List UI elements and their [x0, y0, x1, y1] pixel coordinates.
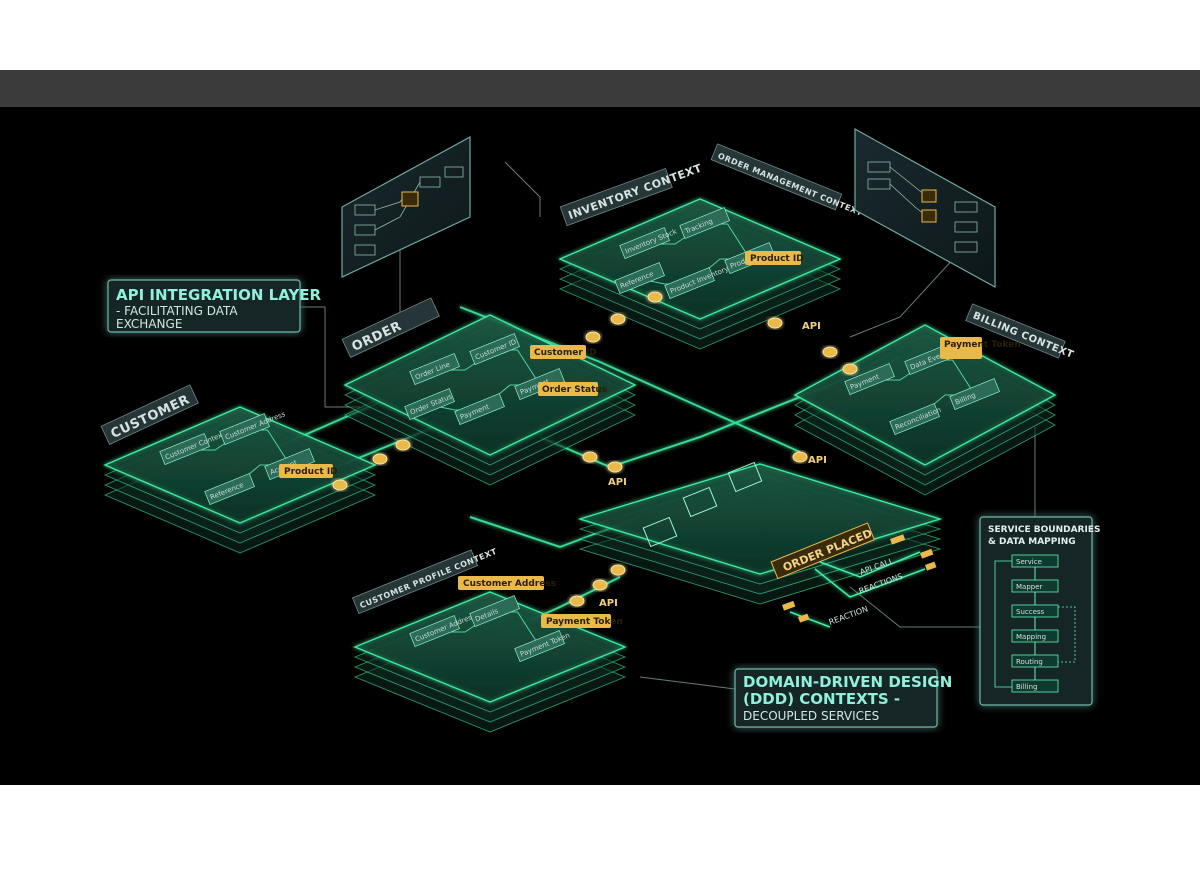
ddd-panel-subtitle: DECOUPLED SERVICES [743, 709, 879, 723]
api-connector-node [582, 451, 598, 463]
api-connector-node [332, 479, 348, 491]
api-panel-subtitle-line1: - FACILITATING DATA [116, 304, 238, 318]
api-connector-node [569, 595, 585, 607]
api-integration-panel: API INTEGRATION LAYER - FACILITATING DAT… [107, 279, 322, 333]
service-step-label: Mapper [1016, 583, 1043, 591]
mini-panel-order-management [854, 127, 996, 289]
stack-layer [793, 324, 1057, 466]
hub-box-icon [682, 486, 718, 518]
domain-node: Billing [949, 378, 1000, 411]
service-step-label: Success [1016, 608, 1045, 616]
api-panel-title: API INTEGRATION LAYER [116, 286, 322, 304]
stack-layer [103, 406, 377, 524]
tag-product-id-customer: Product ID [279, 464, 338, 478]
mini-panel-highlight-icon [401, 191, 419, 207]
service-step-label: Mapping [1016, 633, 1046, 641]
service-step-label: Billing [1016, 683, 1037, 691]
hub-box-icon [727, 461, 763, 493]
api-connector-node [842, 363, 858, 375]
ddd-contexts-panel: DOMAIN-DRIVEN DESIGN (DDD) CONTEXTS - DE… [734, 668, 952, 728]
service-loop-line [1058, 606, 1076, 663]
tag-customer-id: Customer ID [530, 345, 597, 359]
context-label-billing: BILLING CONTEXT [965, 303, 1075, 361]
event-token-icon [924, 561, 937, 571]
ddd-panel-title-line2: (DDD) CONTEXTS - [743, 690, 900, 708]
api-connector-node [610, 313, 626, 325]
svg-text:Payment Token: Payment Token [944, 340, 1021, 350]
context-title-order-management: ORDER MANAGEMENT CONTEXT [717, 151, 864, 218]
service-step: Mapper [1011, 579, 1059, 605]
callout-lines [300, 161, 1036, 690]
svg-text:Customer ID: Customer ID [534, 348, 597, 358]
event-token-icon [798, 613, 810, 623]
svg-text:Order Status: Order Status [542, 385, 607, 395]
api-label-bottom: API [599, 598, 618, 609]
top-dark-band [0, 70, 1200, 107]
tag-customer-address: Customer Address [458, 576, 556, 590]
api-labels: API API API API [599, 321, 827, 609]
api-connector-node [610, 564, 626, 576]
api-connector-node [767, 317, 783, 329]
api-connector-node [395, 439, 411, 451]
api-connector-node [792, 451, 808, 463]
reaction-label: REACTION [828, 604, 870, 627]
service-boundaries-panel: SERVICE BOUNDARIES & DATA MAPPING Servic… [979, 516, 1100, 706]
service-step: Mapping [1011, 629, 1059, 655]
service-step: Billing [1011, 679, 1059, 693]
svg-text:Product ID: Product ID [284, 467, 338, 477]
service-loop-line [994, 560, 1012, 688]
context-stack-hub [577, 461, 943, 605]
api-label-center: API [808, 455, 827, 466]
domain-node: Details [469, 595, 520, 628]
context-label-order-management: ORDER MANAGEMENT CONTEXT [710, 143, 864, 218]
service-step-label: Routing [1016, 658, 1043, 666]
service-step: Service [1011, 554, 1059, 580]
mini-panel-highlight-icon [921, 189, 937, 203]
tag-order-status: Order Status [538, 382, 607, 396]
domain-node: Tracking [679, 207, 730, 240]
api-connector-node [647, 291, 663, 303]
api-label-left: API [608, 477, 627, 488]
event-token-icon [920, 548, 934, 559]
event-token-icon [782, 600, 796, 611]
service-step: Success [1011, 604, 1059, 630]
mini-panel-highlight-icon [921, 209, 937, 223]
tag-payment-token-profile: Payment Token [541, 614, 623, 628]
api-connector-node [822, 346, 838, 358]
svg-text:Product ID: Product ID [750, 254, 804, 264]
service-steps: ServiceMapperSuccessMappingRoutingBillin… [994, 554, 1076, 693]
service-step-label: Service [1016, 558, 1042, 566]
svg-text:Payment Token: Payment Token [546, 617, 623, 627]
api-connector-node [372, 453, 388, 465]
service-panel-title-line1: SERVICE BOUNDARIES [988, 525, 1100, 535]
api-connectors [332, 291, 858, 607]
tag-payment-token-billing: Payment Token [940, 337, 1021, 359]
api-connector-node [607, 461, 623, 473]
tag-product-id-inventory: Product ID [745, 251, 804, 265]
api-label-top: API [802, 321, 821, 332]
service-step: Routing [1011, 654, 1059, 680]
data-tags: Product ID Customer ID Order Status Prod… [279, 251, 1021, 628]
api-panel-subtitle-line2: EXCHANGE [116, 317, 182, 331]
svg-text:Customer Address: Customer Address [463, 579, 556, 589]
api-connector-node [585, 331, 601, 343]
context-title-billing: BILLING CONTEXT [971, 310, 1075, 361]
hub-icons [642, 461, 763, 548]
hub-box-icon [642, 516, 678, 548]
event-token-icon [890, 534, 906, 545]
ddd-panel-title-line1: DOMAIN-DRIVEN DESIGN [743, 673, 952, 691]
mini-panel-order [341, 135, 471, 278]
service-panel-title-line2: & DATA MAPPING [988, 537, 1076, 547]
api-connector-node [592, 579, 608, 591]
